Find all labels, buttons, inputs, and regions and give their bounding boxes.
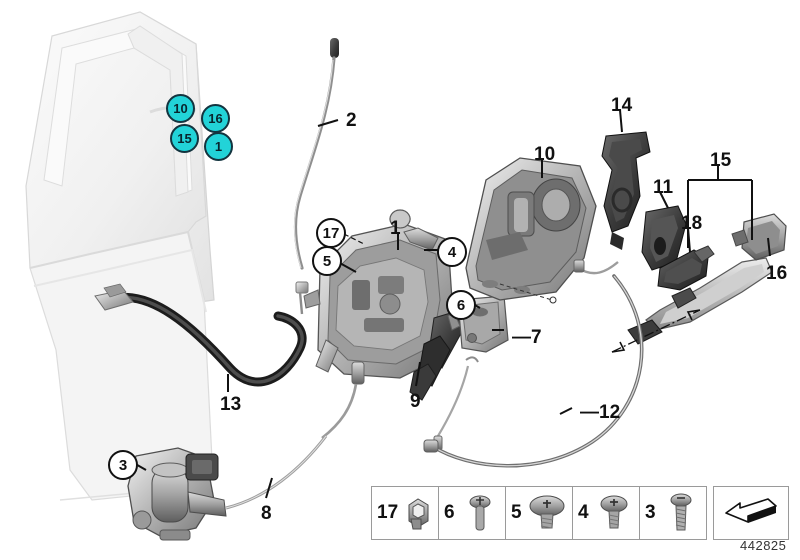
door-marker-10[interactable]: 10 (166, 94, 195, 123)
door-marker-16[interactable]: 16 (201, 104, 230, 133)
part-outer-door-handle (611, 213, 787, 353)
pan-head-screw-icon (455, 492, 505, 534)
callout-label: 16 (766, 263, 788, 284)
callout-16[interactable]: 16 (766, 264, 787, 283)
callout-label: 2 (346, 110, 357, 131)
callout-12[interactable]: —12 (580, 402, 621, 423)
door-marker-label: 16 (208, 111, 223, 126)
part-wiring-harness (94, 281, 309, 387)
assembly-direction-arrow-icon (713, 486, 789, 540)
callout-14[interactable]: 14 (611, 96, 632, 115)
part-handle-support-bracket (601, 131, 651, 250)
door-marker-label: 15 (177, 131, 192, 146)
callout-15[interactable]: 15 (710, 151, 731, 170)
legend-item-label: 3 (645, 502, 656, 523)
torx-button-screw-icon (589, 492, 639, 534)
fastener-legend: 17 6 5 (371, 486, 789, 540)
door-shell-outline (25, 11, 215, 501)
callout-label: 14 (611, 95, 633, 116)
legend-item-6[interactable]: 6 (438, 486, 506, 540)
callout-label: 7 (531, 327, 542, 348)
large-torx-button-screw-icon (522, 492, 572, 534)
legend-item-label: 4 (578, 502, 589, 523)
callout-13[interactable]: 13 (220, 395, 241, 414)
callout-label: 9 (410, 391, 421, 412)
legend-item-label: 17 (377, 502, 399, 523)
callout-label: 10 (534, 144, 556, 165)
callout-label: 4 (447, 243, 457, 261)
callout-18[interactable]: 18 (681, 214, 702, 233)
callout-label: 5 (322, 252, 332, 270)
part-handle-frame-trim (641, 205, 687, 271)
callout-label: 15 (710, 150, 732, 171)
callout-circle-17[interactable]: 17 (316, 218, 346, 248)
door-marker-15[interactable]: 15 (170, 124, 199, 153)
legend-item-label: 6 (444, 502, 455, 523)
callout-7[interactable]: —7 (512, 327, 542, 348)
part-bowden-cable (423, 274, 644, 468)
part-handle-lever (657, 245, 715, 291)
diagram-number: 442825 (740, 538, 787, 553)
threaded-collar-nut-icon (398, 493, 438, 533)
door-marker-1[interactable]: 1 (204, 132, 233, 161)
callout-label: 6 (456, 296, 466, 314)
legend-item-4[interactable]: 4 (572, 486, 640, 540)
door-marker-label: 10 (173, 101, 188, 116)
callout-circle-6[interactable]: 6 (446, 290, 476, 320)
callout-label: 13 (220, 394, 242, 415)
callout-8[interactable]: 8 (261, 504, 272, 523)
callout-2[interactable]: 2 (346, 111, 357, 130)
callout-label: 18 (681, 213, 703, 234)
self-tapping-screw-icon (656, 491, 706, 535)
callout-11[interactable]: 11 (653, 178, 673, 197)
callout-label: 3 (118, 456, 128, 474)
callout-label: 17 (322, 224, 340, 242)
callout-label: 12 (599, 402, 621, 423)
part-lock-actuator (127, 435, 328, 541)
legend-item-label: 5 (511, 502, 522, 523)
callout-label: 8 (261, 503, 272, 524)
callout-10[interactable]: 10 (534, 145, 555, 164)
part-handle-carrier (465, 157, 619, 304)
callout-1[interactable]: 1 (390, 219, 401, 238)
legend-item-17[interactable]: 17 (371, 486, 439, 540)
callout-circle-4[interactable]: 4 (437, 237, 467, 267)
callout-circle-3[interactable]: 3 (108, 450, 138, 480)
callout-9[interactable]: 9 (410, 392, 421, 411)
callout-circle-5[interactable]: 5 (312, 246, 342, 276)
callout-label: 1 (390, 218, 401, 239)
part-lock-rod (293, 38, 339, 270)
legend-item-5[interactable]: 5 (505, 486, 573, 540)
callout-label: 11 (653, 177, 674, 198)
legend-item-3[interactable]: 3 (639, 486, 707, 540)
door-marker-label: 1 (214, 139, 223, 154)
